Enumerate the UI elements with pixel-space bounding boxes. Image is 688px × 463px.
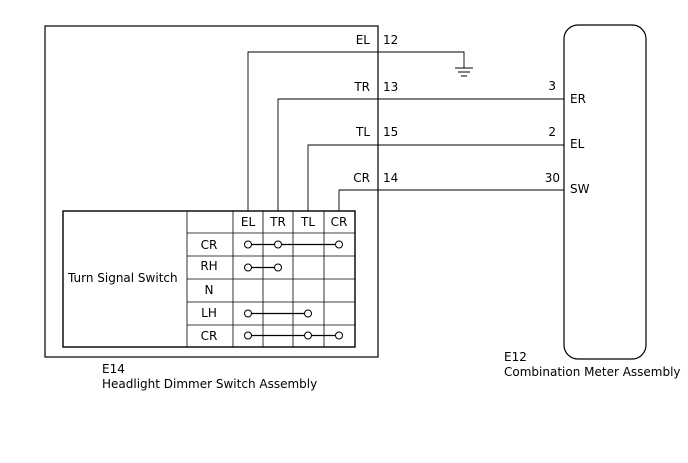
- continuity-marks: [244, 240, 343, 340]
- position-label: N: [205, 283, 214, 297]
- meter-assembly-code: E12: [504, 350, 527, 364]
- header-tr: TR: [269, 215, 286, 229]
- meter-assembly-name: Combination Meter Assembly: [504, 365, 681, 379]
- meter-assembly-box: [563, 24, 647, 360]
- pin-number: 15: [383, 125, 398, 139]
- wire-el-ground: [247, 51, 465, 211]
- pin-name: ER: [570, 92, 586, 106]
- turn-signal-switch-table: [62, 210, 356, 348]
- dimmer-assembly-name: Headlight Dimmer Switch Assembly: [102, 377, 318, 391]
- header-el: EL: [241, 215, 256, 229]
- pin-name: TL: [355, 125, 370, 139]
- pin-name: CR: [353, 171, 370, 185]
- continuity-terminal: [274, 263, 282, 272]
- pin-number: 14: [383, 171, 398, 185]
- turn-signal-switch-label: Turn Signal Switch: [67, 271, 178, 285]
- continuity-terminal: [304, 309, 312, 318]
- header-tl: TL: [300, 215, 315, 229]
- continuity-terminal: [244, 331, 252, 340]
- pin-name: EL: [356, 33, 371, 47]
- wires: [247, 51, 564, 211]
- wire-cr-sw: [338, 189, 564, 211]
- position-label: CR: [201, 238, 218, 252]
- continuity-terminal: [304, 331, 312, 340]
- continuity-terminal: [335, 240, 343, 249]
- continuity-terminal: [244, 263, 252, 272]
- header-cr: CR: [331, 215, 348, 229]
- ground-icon: [455, 67, 473, 77]
- continuity-terminal: [244, 309, 252, 318]
- pin-name: EL: [570, 137, 585, 151]
- continuity-terminal: [335, 331, 343, 340]
- pin-number: 30: [545, 171, 560, 185]
- dimmer-assembly-code: E14: [102, 362, 125, 376]
- pin-number: 12: [383, 33, 398, 47]
- wire-tr-er: [277, 98, 564, 211]
- pin-name: TR: [353, 80, 370, 94]
- position-label: CR: [201, 329, 218, 343]
- pin-number: 3: [548, 79, 556, 93]
- position-label: RH: [200, 259, 217, 273]
- position-label: LH: [201, 306, 217, 320]
- continuity-terminal: [274, 240, 282, 249]
- pin-number: 13: [383, 80, 398, 94]
- dimmer-assembly-box: [44, 25, 379, 358]
- wire-tl-el: [307, 144, 564, 211]
- pin-number: 2: [548, 125, 556, 139]
- pin-name: SW: [570, 182, 590, 196]
- continuity-terminal: [244, 240, 252, 249]
